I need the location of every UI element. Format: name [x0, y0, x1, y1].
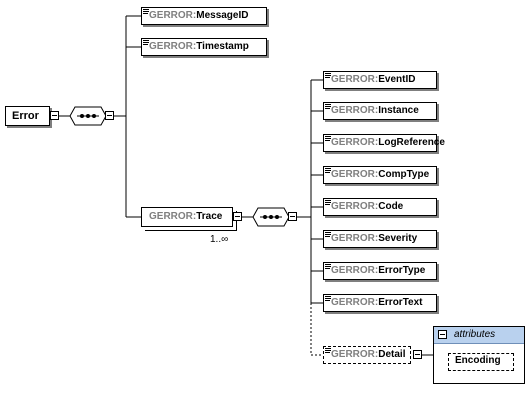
element-label: Severity: [378, 233, 418, 244]
documentation-icon: [325, 73, 331, 78]
documentation-icon: [325, 296, 331, 301]
element-errortext[interactable]: GERROR:ErrorText: [323, 294, 437, 312]
attributes-heading: attributes: [454, 329, 496, 340]
root-element-label: Error: [12, 110, 39, 122]
element-label: Detail: [378, 349, 406, 360]
element-label: Code: [378, 201, 404, 212]
element-label: ErrorType: [378, 265, 426, 276]
sequence-icon: [69, 106, 107, 126]
collapse-icon[interactable]: [50, 111, 59, 120]
element-logreference[interactable]: GERROR:LogReference: [323, 134, 445, 152]
element-label: Instance: [378, 105, 419, 116]
documentation-icon: [325, 136, 331, 141]
attributes-box: attributes Encoding: [433, 326, 525, 384]
documentation-icon: [143, 9, 149, 14]
cardinality-label: 1..∞: [210, 234, 229, 245]
collapse-icon[interactable]: [438, 330, 447, 339]
element-trace[interactable]: GERROR:Trace: [141, 207, 233, 227]
element-severity[interactable]: GERROR:Severity: [323, 230, 437, 248]
root-element-error[interactable]: Error: [5, 106, 50, 126]
element-label: MessageID: [196, 10, 249, 21]
element-messageid[interactable]: GERROR:MessageID: [141, 7, 267, 25]
documentation-icon: [325, 348, 331, 353]
element-label: CompType: [378, 169, 430, 180]
collapse-icon[interactable]: [105, 111, 114, 120]
element-label: Trace: [196, 211, 223, 222]
element-errortype[interactable]: GERROR:ErrorType: [323, 262, 437, 280]
documentation-icon: [325, 104, 331, 109]
collapse-icon[interactable]: [233, 212, 242, 221]
element-eventid[interactable]: GERROR:EventID: [323, 71, 437, 89]
element-timestamp[interactable]: GERROR:Timestamp: [141, 38, 267, 56]
element-label: LogReference: [378, 137, 445, 148]
documentation-icon: [325, 200, 331, 205]
element-detail[interactable]: GERROR:Detail: [323, 346, 411, 364]
element-instance[interactable]: GERROR:Instance: [323, 102, 437, 120]
element-label: ErrorText: [378, 297, 423, 308]
sequence-icon: [252, 207, 290, 227]
documentation-icon: [143, 40, 149, 45]
element-code[interactable]: GERROR:Code: [323, 198, 437, 216]
documentation-icon: [325, 264, 331, 269]
collapse-icon[interactable]: [288, 212, 297, 221]
element-label: EventID: [378, 74, 416, 85]
collapse-icon[interactable]: [413, 350, 422, 359]
attributes-header[interactable]: attributes: [434, 327, 524, 344]
documentation-icon: [325, 232, 331, 237]
attribute-label: Encoding: [455, 355, 501, 366]
element-comptype[interactable]: GERROR:CompType: [323, 166, 437, 184]
element-label: Timestamp: [196, 41, 249, 52]
attribute-encoding[interactable]: Encoding: [448, 353, 514, 371]
documentation-icon: [325, 168, 331, 173]
